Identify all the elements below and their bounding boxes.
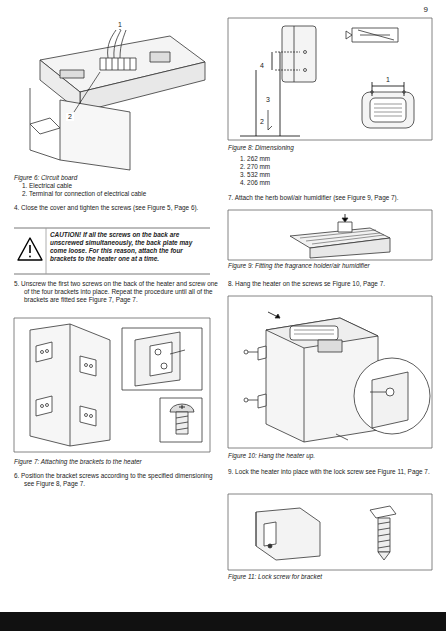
step-text: 7. Attach the herb bowl/air humidifier (…	[228, 194, 442, 202]
callout-number: 2	[66, 113, 74, 121]
step-text: 9. Lock the heater into place with the l…	[228, 468, 442, 476]
legend-item: 2. Terminal for connection of electrical…	[22, 190, 210, 198]
callout-number: 1	[116, 21, 124, 29]
caution-note-frame	[14, 228, 210, 274]
footer-bar	[0, 612, 446, 631]
step-text: 8. Hang the heater on the screws se Figu…	[228, 280, 442, 288]
dimensioning-figure	[228, 18, 432, 140]
figure-caption: Figure 9: Fitting the fragrance holder/a…	[228, 262, 432, 270]
figure-caption: Figure 6: Circuit board	[14, 174, 210, 182]
circuit-board-figure	[30, 26, 205, 170]
caution-text: CAUTION! If all the screws on the back a…	[50, 231, 208, 263]
callout-number: 2	[258, 118, 266, 126]
lock-screw-figure	[228, 494, 432, 570]
step-text: 5. Unscrew the first two screws on the b…	[14, 280, 220, 304]
figure-caption: Figure 7: Attaching the brackets to the …	[14, 458, 210, 466]
dimension-value: 2. 270 mm	[240, 163, 360, 171]
fragrance-holder-figure	[228, 210, 432, 260]
figure-caption: Figure 11: Lock screw for bracket	[228, 573, 432, 581]
callout-number: 1	[384, 76, 392, 84]
bracket-attachment-figure	[14, 318, 210, 452]
callout-number: 3	[264, 96, 272, 104]
page-number: 9	[412, 6, 428, 14]
legend-item: 1. Electrical cable	[22, 182, 210, 190]
figure-caption: Figure 10: Hang the heater up.	[228, 452, 432, 460]
figure-caption: Figure 8: Dimensioning	[228, 144, 432, 152]
step-text: 4. Close the cover and tighten the screw…	[14, 204, 220, 212]
dimension-value: 1. 262 mm	[240, 155, 360, 163]
hang-heater-figure	[228, 296, 432, 448]
callout-number: 4	[258, 62, 266, 70]
dimension-value: 3. 532 mm	[240, 171, 360, 179]
dimension-value: 4. 206 mm	[240, 179, 360, 187]
step-text: 6. Position the bracket screws according…	[14, 472, 220, 488]
